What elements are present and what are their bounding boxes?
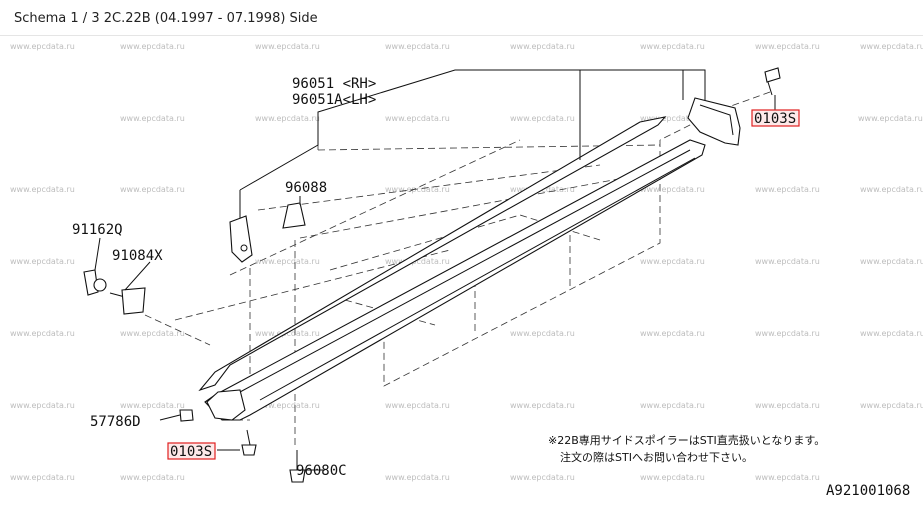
watermark: www.epcdata.ru	[858, 114, 923, 123]
watermark: www.epcdata.ru	[385, 473, 450, 482]
watermark: www.epcdata.ru	[120, 42, 185, 51]
watermark-layer: www.epcdata.ru www.epcdata.ru www.epcdat…	[10, 42, 923, 482]
side-spoiler	[198, 116, 706, 421]
highlight-0103s-top	[751, 109, 800, 127]
watermark: www.epcdata.ru	[755, 185, 820, 194]
watermark: www.epcdata.ru	[255, 329, 320, 338]
label-96080c: 96080C	[296, 463, 347, 479]
watermark: www.epcdata.ru	[640, 42, 705, 51]
watermark: www.epcdata.ru	[255, 42, 320, 51]
note-line-2: 注文の際はSTIへお問い合わせ下さい。	[560, 450, 753, 464]
watermark: www.epcdata.ru	[385, 401, 450, 410]
page-title: Schema 1 / 3 2C.22B (04.1997 - 07.1998) …	[14, 11, 318, 26]
watermark: www.epcdata.ru	[755, 329, 820, 338]
bolt-icon	[289, 450, 306, 483]
label-91084x: 91084X	[112, 248, 163, 264]
highlight-0103s-bottom	[167, 442, 216, 460]
watermark: www.epcdata.ru	[640, 329, 705, 338]
watermark: www.epcdata.ru	[755, 42, 820, 51]
watermark: www.epcdata.ru	[860, 329, 923, 338]
watermark: www.epcdata.ru	[10, 185, 75, 194]
watermark: www.epcdata.ru	[860, 257, 923, 266]
watermark: www.epcdata.ru	[10, 257, 75, 266]
watermark: www.epcdata.ru	[510, 473, 575, 482]
label-96088: 96088	[285, 180, 327, 196]
watermark: www.epcdata.ru	[385, 42, 450, 51]
diagram-code: A921001068	[826, 483, 910, 499]
watermark: www.epcdata.ru	[10, 329, 75, 338]
watermark: www.epcdata.ru	[120, 401, 185, 410]
screw-icon	[159, 409, 194, 422]
watermark: www.epcdata.ru	[755, 257, 820, 266]
title-divider	[0, 35, 923, 36]
watermark: www.epcdata.ru	[755, 473, 820, 482]
watermark: www.epcdata.ru	[640, 473, 705, 482]
watermark: www.epcdata.ru	[510, 329, 575, 338]
clip-96088	[282, 202, 306, 229]
watermark: www.epcdata.ru	[10, 401, 75, 410]
screw-icon	[83, 269, 107, 296]
watermark: www.epcdata.ru	[385, 257, 450, 266]
watermark: www.epcdata.ru	[860, 42, 923, 51]
label-0103s-top[interactable]: 0103S	[754, 111, 796, 127]
label-96051: 96051 <RH>	[292, 76, 376, 92]
bolt-icon	[764, 67, 781, 96]
watermark: www.epcdata.ru	[860, 185, 923, 194]
watermark: www.epcdata.ru	[120, 114, 185, 123]
watermark: www.epcdata.ru	[510, 401, 575, 410]
label-91162q: 91162Q	[72, 222, 123, 238]
watermark: www.epcdata.ru	[860, 401, 923, 410]
leader-lines	[94, 69, 776, 471]
watermark: www.epcdata.ru	[385, 114, 450, 123]
watermark: www.epcdata.ru	[755, 401, 820, 410]
watermark: www.epcdata.ru	[255, 401, 320, 410]
pad-91084x	[109, 287, 146, 315]
label-0103s-bottom[interactable]: 0103S	[170, 444, 212, 460]
watermark: www.epcdata.ru	[385, 185, 450, 194]
note-line-1: ※22B専用サイドスポイラーはSTI直売扱いとなります。	[548, 433, 825, 447]
watermark: www.epcdata.ru	[640, 401, 705, 410]
watermark: www.epcdata.ru	[510, 42, 575, 51]
watermark: www.epcdata.ru	[255, 114, 320, 123]
label-96051a: 96051A<LH>	[292, 92, 376, 108]
watermark: www.epcdata.ru	[640, 257, 705, 266]
watermark: www.epcdata.ru	[10, 42, 75, 51]
watermark: www.epcdata.ru	[640, 185, 705, 194]
mounting-bracket	[229, 215, 253, 263]
watermark: www.epcdata.ru	[120, 185, 185, 194]
watermark: www.epcdata.ru	[120, 473, 185, 482]
watermark: www.epcdata.ru	[120, 329, 185, 338]
watermark: www.epcdata.ru	[255, 257, 320, 266]
bolt-icon	[241, 429, 257, 456]
retaining-clip	[687, 97, 741, 146]
watermark: www.epcdata.ru	[510, 114, 575, 123]
label-57786d: 57786D	[90, 414, 141, 430]
watermark: www.epcdata.ru	[640, 114, 705, 123]
watermark: www.epcdata.ru	[10, 473, 75, 482]
